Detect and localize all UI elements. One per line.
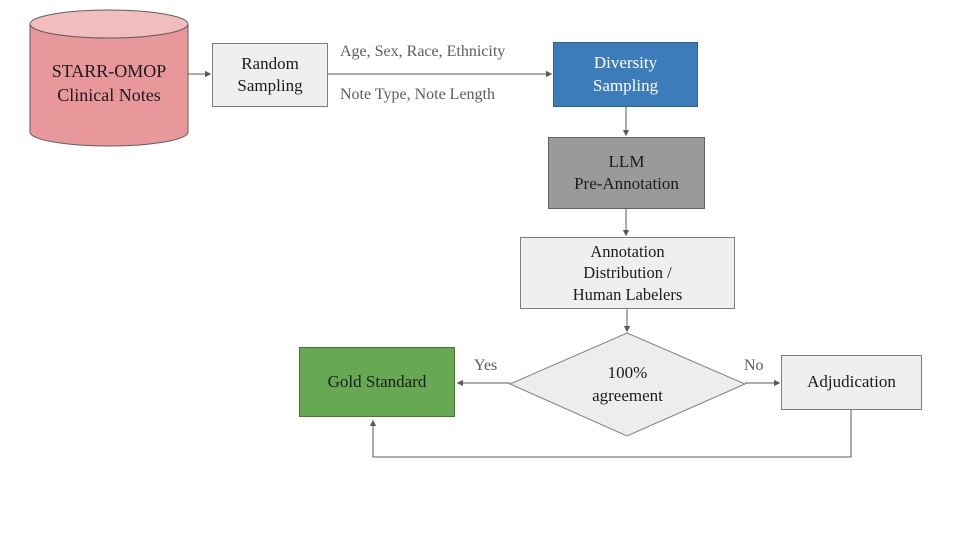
node-annotation-distribution: Annotation Distribution / Human Labelers bbox=[520, 237, 735, 309]
node-label-line: 100% bbox=[607, 363, 648, 383]
node-label-line: Annotation bbox=[590, 241, 665, 261]
node-gold-standard: Gold Standard bbox=[299, 347, 455, 417]
decision-diamond-shape bbox=[508, 332, 747, 437]
node-decision-agreement: 100% agreement bbox=[510, 333, 745, 436]
node-label-line: Sampling bbox=[592, 75, 659, 95]
node-label-line: Pre-Annotation bbox=[574, 174, 679, 193]
node-label-line: Human Labelers bbox=[572, 284, 683, 304]
node-label-line: Distribution / bbox=[583, 263, 672, 283]
node-label-line: Random bbox=[241, 53, 299, 73]
edge-label-note-features: Note Type, Note Length bbox=[340, 86, 495, 103]
arrow-adjudication-to-gold bbox=[369, 410, 852, 458]
node-label-line: Clinical Notes bbox=[57, 84, 161, 105]
node-llm-pre-annotation: LLM Pre-Annotation bbox=[548, 137, 705, 209]
database-cylinder-top bbox=[29, 9, 189, 39]
node-label-line: Sampling bbox=[237, 76, 303, 95]
node-label-line: Gold Standard bbox=[327, 371, 427, 391]
node-diversity-sampling: Diversity Sampling bbox=[553, 42, 698, 107]
node-label-line: agreement bbox=[592, 385, 663, 405]
edge-label-demographic-features: Age, Sex, Race, Ethnicity bbox=[340, 43, 506, 60]
edge-label-no: No bbox=[744, 357, 764, 374]
node-random-sampling: Random Sampling bbox=[212, 43, 328, 107]
edge-label-yes: Yes bbox=[474, 357, 498, 374]
node-label-line: Diversity bbox=[593, 53, 658, 73]
node-label-line: LLM bbox=[608, 151, 645, 171]
node-adjudication: Adjudication bbox=[781, 355, 922, 410]
node-label-line: Adjudication bbox=[807, 372, 896, 392]
node-source-database: STARR-OMOP Clinical Notes bbox=[31, 60, 187, 108]
node-label-line: STARR-OMOP bbox=[51, 61, 167, 81]
